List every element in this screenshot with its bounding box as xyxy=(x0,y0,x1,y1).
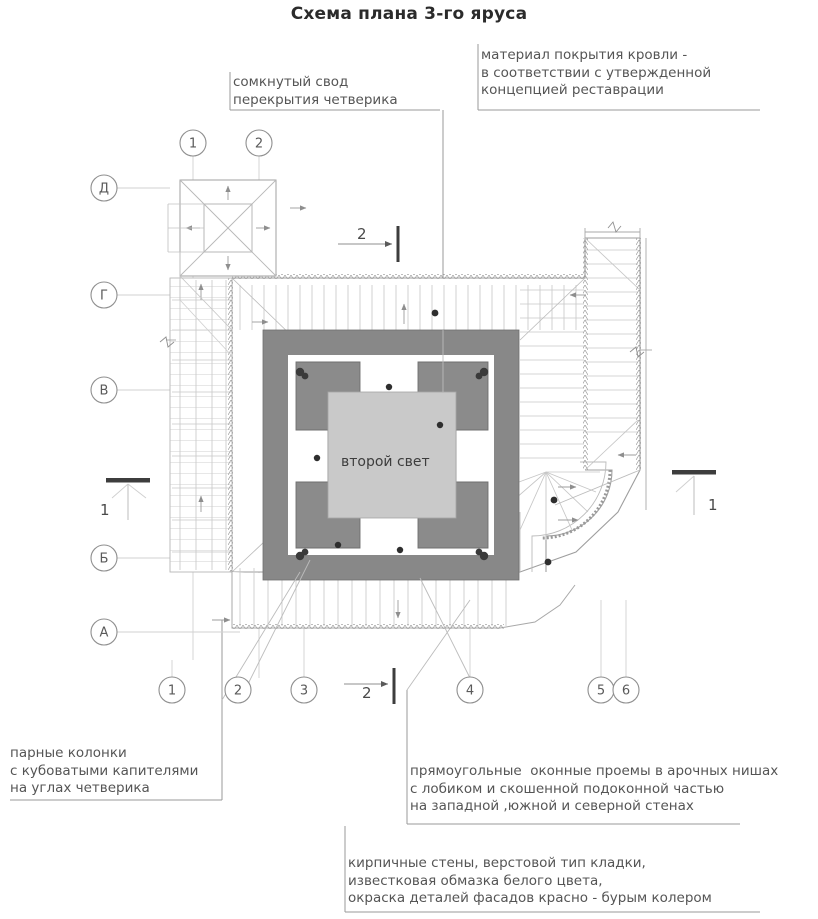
note-windows: прямоугольные оконные проемы в арочных н… xyxy=(410,763,779,814)
grid-bubble-bottom-4[interactable]: 4 xyxy=(456,676,484,704)
grid-bubble-left-Г[interactable]: Г xyxy=(90,281,118,309)
section-mark-1-left: 1 xyxy=(100,478,150,520)
section-mark-2-bottom: 2 xyxy=(344,668,396,704)
grid-bubble-label: 2 xyxy=(234,684,242,699)
grid-bubble-label: 4 xyxy=(466,684,474,699)
dimension-lines xyxy=(159,221,652,510)
grid-bubble-left-Б[interactable]: Б xyxy=(90,544,118,572)
svg-text:1: 1 xyxy=(100,501,110,519)
grid-bubble-label: Г xyxy=(100,289,108,304)
grid-bubble-label: 2 xyxy=(255,137,263,152)
grid-bubble-left-В[interactable]: В xyxy=(90,376,118,404)
grid-bubble-top-1[interactable]: 1 xyxy=(179,129,207,157)
grid-bubble-bottom-2[interactable]: 2 xyxy=(224,676,252,704)
plan-leaders xyxy=(221,330,641,701)
note-walls: кирпичные стены, верстовой тип кладки, и… xyxy=(348,855,712,906)
grid-bubble-left-Д[interactable]: Д xyxy=(90,174,118,202)
plan-label-second-light: второй свет xyxy=(341,454,430,470)
grid-bubble-label: 1 xyxy=(168,684,176,699)
section-mark-2-top: 2 xyxy=(338,225,400,262)
grid-bubble-top-2[interactable]: 2 xyxy=(245,129,273,157)
note-roof-material: материал покрытия кровли - в соответстви… xyxy=(481,47,712,98)
grid-bubble-label: 3 xyxy=(300,684,308,699)
drainage-arrows xyxy=(179,205,636,623)
svg-text:1: 1 xyxy=(708,496,718,514)
grid-bubble-left-А[interactable]: А xyxy=(90,618,118,646)
grid-bubble-label: 5 xyxy=(597,684,605,699)
grid-bubble-bottom-3[interactable]: 3 xyxy=(290,676,318,704)
grid-bubble-label: А xyxy=(100,626,109,641)
window-markers xyxy=(313,309,558,566)
svg-text:2: 2 xyxy=(357,225,367,243)
grid-bubble-bottom-6[interactable]: 6 xyxy=(612,676,640,704)
svg-text:2: 2 xyxy=(362,684,372,702)
grid-bubble-label: 1 xyxy=(189,137,197,152)
section-mark-1-right: 1 xyxy=(672,470,718,515)
porch-roof xyxy=(167,179,277,357)
grid-bubble-label: Б xyxy=(100,552,109,567)
grid-bubble-label: В xyxy=(100,384,109,399)
grid-bubble-bottom-5[interactable]: 5 xyxy=(587,676,615,704)
note-vault: сомкнутый свод перекрытия четверика xyxy=(233,74,398,108)
grid-bubble-label: 6 xyxy=(622,684,630,699)
grid-bubble-bottom-1[interactable]: 1 xyxy=(158,676,186,704)
grid-bubble-label: Д xyxy=(99,182,109,197)
page-title: Схема плана 3-го яруса xyxy=(290,4,528,24)
note-columns: парные колонки с кубоватыми капителями н… xyxy=(10,745,199,796)
section-marks: 2 1 1 2 xyxy=(100,225,718,704)
corner-columns xyxy=(295,367,489,561)
